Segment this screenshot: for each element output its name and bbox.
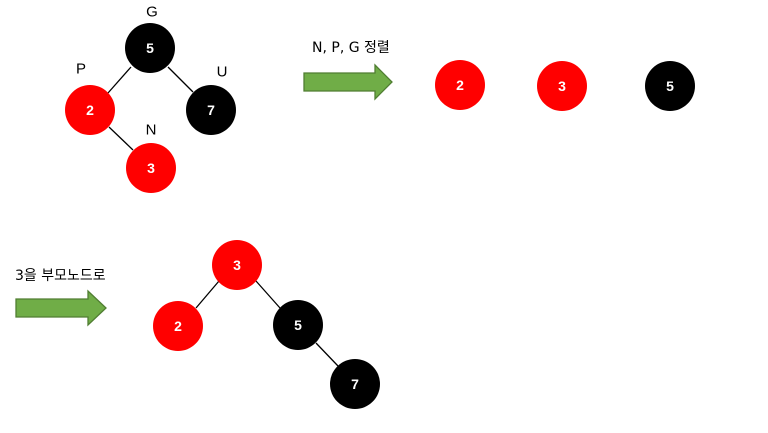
- node-g-circle: [125, 23, 175, 73]
- edge-root-left: [195, 280, 220, 309]
- node-g: 5: [125, 23, 175, 73]
- role-label-n: N: [146, 122, 157, 139]
- edge-root-right: [255, 280, 281, 309]
- result-node-right-right-value: 7: [351, 376, 359, 392]
- role-label-u: U: [217, 64, 228, 81]
- result-node-right: 5: [273, 300, 323, 350]
- node-p-value: 2: [86, 102, 94, 118]
- step1-caption: N, P, G 정렬: [312, 40, 390, 56]
- node-g-value: 5: [146, 40, 154, 56]
- sorted-node-1-value: 2: [456, 77, 464, 93]
- result-node-left: 2: [153, 301, 203, 351]
- result-node-right-right: 7: [330, 359, 380, 409]
- node-p-circle: [65, 85, 115, 135]
- edge-right-rightright: [315, 342, 339, 367]
- node-n-circle: [126, 143, 176, 193]
- edge-p-n: [108, 126, 134, 151]
- node-p: 2: [65, 85, 115, 135]
- step2-caption: 3을 부모노드로: [15, 268, 106, 284]
- step2-arrow: [15, 289, 107, 327]
- result-node-right-right-circle: [330, 359, 380, 409]
- sorted-node-3-value: 5: [666, 78, 674, 94]
- sorted-node-3: 5: [645, 61, 695, 111]
- node-n: 3: [126, 143, 176, 193]
- sorted-node-2: 3: [537, 61, 587, 111]
- sorted-node-2-circle: [537, 61, 587, 111]
- sorted-node-1-circle: [435, 60, 485, 110]
- result-node-right-value: 5: [294, 317, 302, 333]
- result-node-right-circle: [273, 300, 323, 350]
- step1-arrow: [303, 63, 393, 101]
- node-u-circle: [186, 85, 236, 135]
- sorted-node-1: 2: [435, 60, 485, 110]
- sorted-node-2-value: 3: [558, 78, 566, 94]
- edge-g-p: [107, 66, 132, 94]
- node-u: 7: [186, 85, 236, 135]
- role-label-p: P: [76, 61, 86, 78]
- result-node-left-value: 2: [174, 318, 182, 334]
- result-node-root-circle: [212, 240, 262, 290]
- sorted-node-3-circle: [645, 61, 695, 111]
- node-n-value: 3: [147, 160, 155, 176]
- node-u-value: 7: [207, 102, 215, 118]
- result-node-left-circle: [153, 301, 203, 351]
- edge-g-u: [167, 66, 194, 93]
- result-node-root-value: 3: [233, 257, 241, 273]
- result-node-root: 3: [212, 240, 262, 290]
- role-label-g: G: [146, 4, 158, 21]
